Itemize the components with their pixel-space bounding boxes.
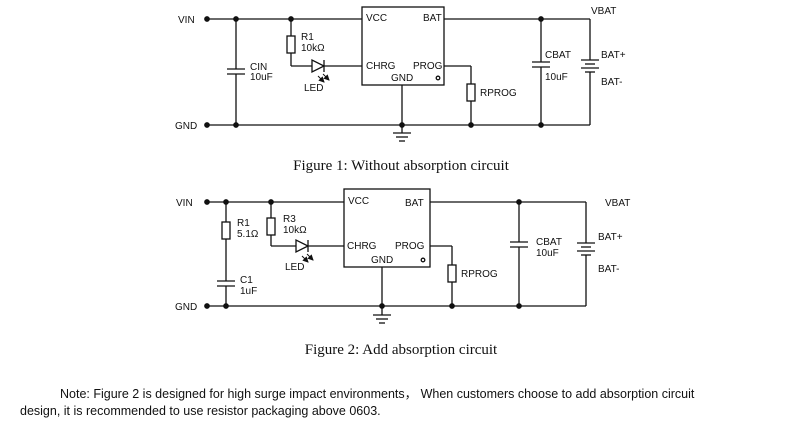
note-line-2: design, it is recommended to use resisto… [20, 404, 381, 418]
chip-gnd-label: GND [391, 73, 413, 84]
cbat-name-label: CBAT [536, 237, 562, 248]
vin-label: VIN [178, 15, 195, 26]
chip-prog-label: PROG [395, 241, 425, 252]
pin1-dot [420, 257, 426, 263]
figure-1-circuit [204, 6, 599, 142]
charger-ic [361, 6, 445, 86]
cbat-name-label: CBAT [545, 50, 571, 61]
chip-gnd-label: GND [371, 255, 393, 266]
r1-value-label: 10kΩ [301, 43, 325, 54]
r3-value-label: 10kΩ [283, 225, 307, 236]
bat-minus-label: BAT- [598, 264, 619, 275]
figure-2-circuit [204, 188, 595, 324]
schematic-canvas: VIN GND VBAT VCC BAT CHRG PROG GND R1 10… [175, 6, 630, 324]
r1-resistor [286, 19, 312, 67]
cbat-capacitor [510, 202, 528, 306]
gnd-label: GND [175, 121, 197, 132]
r3-name-label: R3 [283, 214, 296, 225]
chip-vcc-label: VCC [348, 196, 369, 207]
led-label: LED [304, 83, 323, 94]
r1-value-label: 5.1Ω [237, 229, 259, 240]
bat-plus-label: BAT+ [598, 232, 623, 243]
c1-value-label: 1uF [240, 286, 257, 297]
cbat-value-label: 10uF [545, 72, 568, 83]
r3-resistor [266, 202, 296, 247]
pin1-dot [435, 75, 441, 81]
battery-symbol [581, 19, 599, 125]
chip-vcc-label: VCC [366, 13, 387, 24]
bat-plus-label: BAT+ [601, 50, 626, 61]
led-label: LED [285, 262, 304, 273]
vbat-label: VBAT [605, 198, 630, 209]
ground-symbol [393, 125, 411, 142]
figure-2-labels: VIN GND VBAT VCC BAT CHRG PROG GND R1 5.… [175, 196, 630, 313]
gnd-rail-wire [204, 122, 590, 128]
bat-wire [430, 199, 586, 205]
figure-1-caption: Figure 1: Without absorption circuit [293, 158, 509, 174]
vin-label: VIN [176, 198, 193, 209]
chip-bat-label: BAT [423, 13, 442, 24]
rprog-label: RPROG [461, 269, 498, 280]
vbat-label: VBAT [591, 6, 616, 17]
chip-chrg-label: CHRG [347, 241, 377, 252]
bat-minus-label: BAT- [601, 77, 622, 88]
cin-value-label: 10uF [250, 72, 273, 83]
c1-snubber-capacitor [217, 280, 235, 306]
rprog-resistor [444, 65, 476, 125]
rprog-label: RPROG [480, 88, 517, 99]
r1-snubber-resistor [221, 202, 231, 281]
cbat-value-label: 10uF [536, 248, 559, 259]
r1-name-label: R1 [237, 218, 250, 229]
r1-name-label: R1 [301, 32, 314, 43]
gnd-rail-wire [204, 303, 586, 309]
cin-name-label: CIN [250, 62, 267, 73]
chip-bat-label: BAT [405, 198, 424, 209]
rprog-resistor [430, 245, 457, 306]
charger-ic [343, 188, 431, 268]
chip-chrg-label: CHRG [366, 61, 396, 72]
led-diode [295, 238, 344, 263]
figure-2-caption: Figure 2: Add absorption circuit [304, 342, 498, 358]
bat-wire [444, 16, 590, 22]
cin-capacitor [227, 19, 245, 125]
battery-symbol [577, 202, 595, 306]
design-note: Note: Figure 2 is designed for high surg… [20, 386, 790, 420]
ground-symbol [373, 306, 391, 324]
led-diode [311, 58, 362, 83]
cbat-capacitor [532, 19, 550, 125]
figure-1-labels: VIN GND VBAT VCC BAT CHRG PROG GND R1 10… [175, 6, 626, 132]
c1-name-label: C1 [240, 275, 253, 286]
chip-prog-label: PROG [413, 61, 443, 72]
gnd-label: GND [175, 302, 197, 313]
note-line-1: Note: Figure 2 is designed for high surg… [60, 387, 695, 401]
vin-rail-wire [204, 16, 362, 22]
